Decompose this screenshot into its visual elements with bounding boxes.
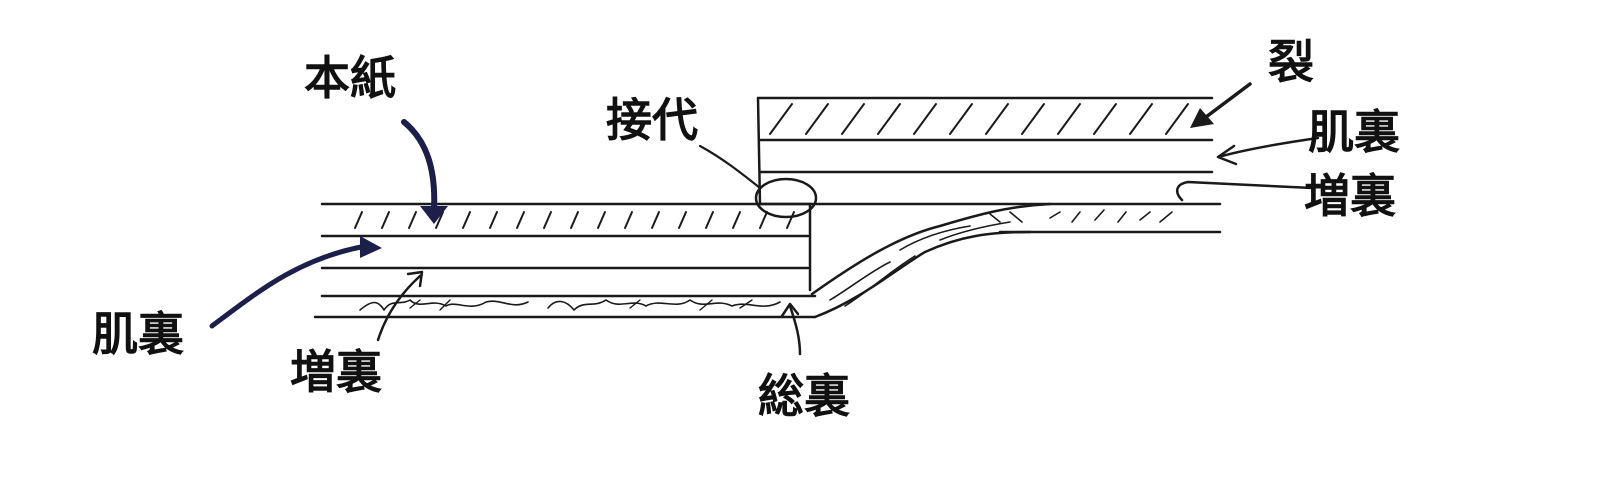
honshi-arrow-shaft xyxy=(401,119,438,213)
souura-band-upper-edge xyxy=(810,202,1052,296)
tsugishiro-ellipse xyxy=(754,177,818,219)
hatch-stroke xyxy=(381,211,390,229)
hatch-stroke xyxy=(705,211,714,229)
mashiura-left-arrow-icon xyxy=(406,270,424,288)
kire-arrow-shaft xyxy=(1200,82,1252,122)
mashiura-left-arrow-shaft xyxy=(376,274,422,342)
hatch-stroke xyxy=(841,103,865,135)
right-layer-stack xyxy=(756,96,1222,234)
tsugishiro-leader xyxy=(698,144,762,190)
hadaura-left-arrow-shaft xyxy=(209,243,369,329)
hatch-stroke xyxy=(805,103,829,135)
label-honshi: 本紙 xyxy=(304,51,396,105)
souura-band-lower-edge xyxy=(813,230,1032,319)
hatch-stroke xyxy=(877,103,901,135)
hadaura-left-arrow-icon xyxy=(360,236,382,258)
hatch-stroke xyxy=(651,211,660,229)
kire-hatching xyxy=(769,103,1189,135)
label-tsugishiro: 接代 xyxy=(606,93,698,147)
honshi-arrow-icon xyxy=(420,206,448,224)
label-mashiura-right: 増裏 xyxy=(1304,169,1396,223)
hatch-stroke xyxy=(678,211,687,229)
hatch-stroke xyxy=(732,211,741,229)
left-layer-stack xyxy=(313,202,817,319)
souura-band xyxy=(810,202,1173,319)
hatch-stroke xyxy=(570,211,579,229)
souura-band-texture xyxy=(829,209,1173,307)
hatch-stroke xyxy=(408,211,417,229)
hadaura-right-arrow-icon xyxy=(1216,144,1238,166)
hatch-stroke xyxy=(786,211,795,229)
hatch-stroke xyxy=(597,211,606,229)
kire-arrow-icon xyxy=(1190,108,1214,128)
souura-arrow-icon xyxy=(780,302,800,318)
hatch-stroke xyxy=(624,211,633,229)
souura-arrow-shaft xyxy=(788,304,802,356)
hatch-stroke xyxy=(1129,103,1153,135)
hatch-stroke xyxy=(913,103,937,135)
hatch-stroke xyxy=(1021,103,1045,135)
hatch-stroke xyxy=(462,211,471,229)
hatch-stroke xyxy=(489,211,498,229)
hatch-stroke xyxy=(759,211,768,229)
hatch-stroke xyxy=(1057,103,1081,135)
hatch-stroke xyxy=(516,211,525,229)
hatch-stroke xyxy=(543,211,552,229)
hatch-stroke xyxy=(769,103,793,135)
label-kire: 裂 xyxy=(1268,35,1314,89)
mashiura-right-leader xyxy=(1175,180,1314,202)
honshi-hatching xyxy=(354,211,795,229)
label-souura: 総裏 xyxy=(758,369,850,423)
label-hadaura-left: 肌裏 xyxy=(92,307,184,361)
hatch-stroke xyxy=(985,103,1009,135)
hadaura-right-arrow-shaft xyxy=(1220,136,1320,158)
hatch-stroke xyxy=(435,211,444,229)
hatch-stroke xyxy=(354,211,363,229)
souura-texture-left xyxy=(359,299,781,311)
label-hadaura-right: 肌裏 xyxy=(1308,105,1400,159)
hatch-stroke xyxy=(1093,103,1117,135)
hatch-stroke xyxy=(1165,103,1189,135)
label-mashiura-left: 増裏 xyxy=(290,345,382,399)
hatch-stroke xyxy=(949,103,973,135)
souura-texture-left-2 xyxy=(409,299,753,311)
